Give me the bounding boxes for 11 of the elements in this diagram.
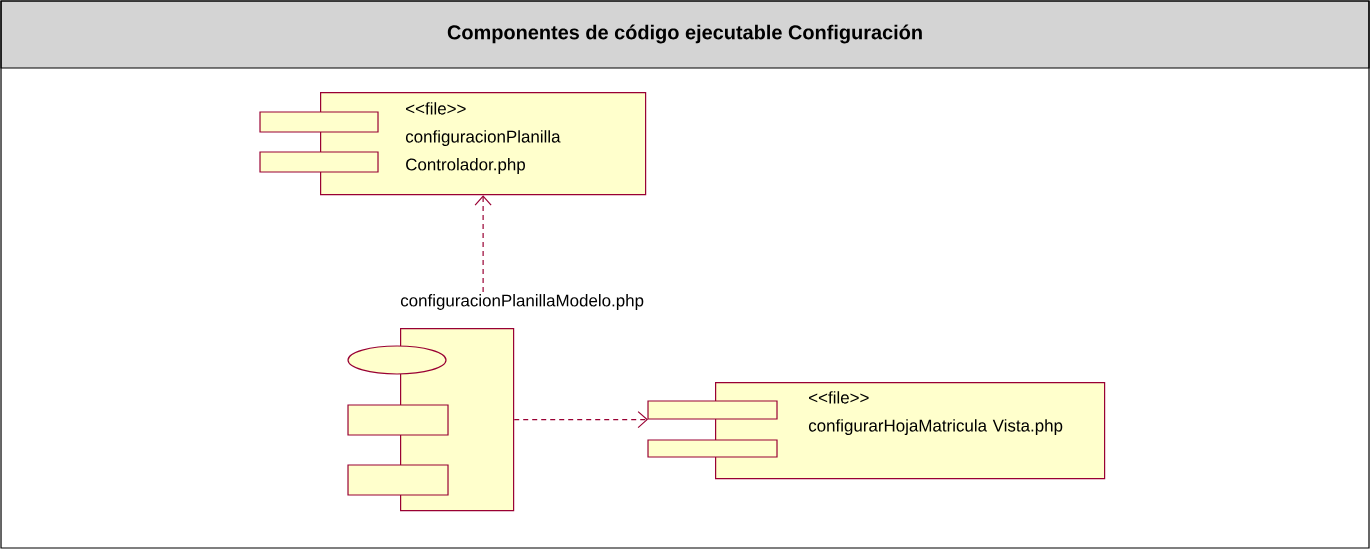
component-box: [647, 382, 1106, 480]
component-box: [259, 92, 647, 196]
component-name: configuracionPlanillaModelo.php: [400, 294, 644, 310]
component-box: [347, 294, 644, 512]
component-name: configuracionPlanilla Controlador.php: [405, 130, 561, 174]
stereotype-label: <<file>>: [406, 102, 466, 115]
dependency-arrow: [474, 195, 492, 293]
component-name: configurarHojaMatricula Vista.php: [808, 419, 1063, 435]
dependency-arrow: [513, 411, 648, 429]
stereotype-label: <<file>>: [809, 391, 869, 404]
title-band: Componentes de código ejecutable Configuración: [0, 0, 1370, 69]
